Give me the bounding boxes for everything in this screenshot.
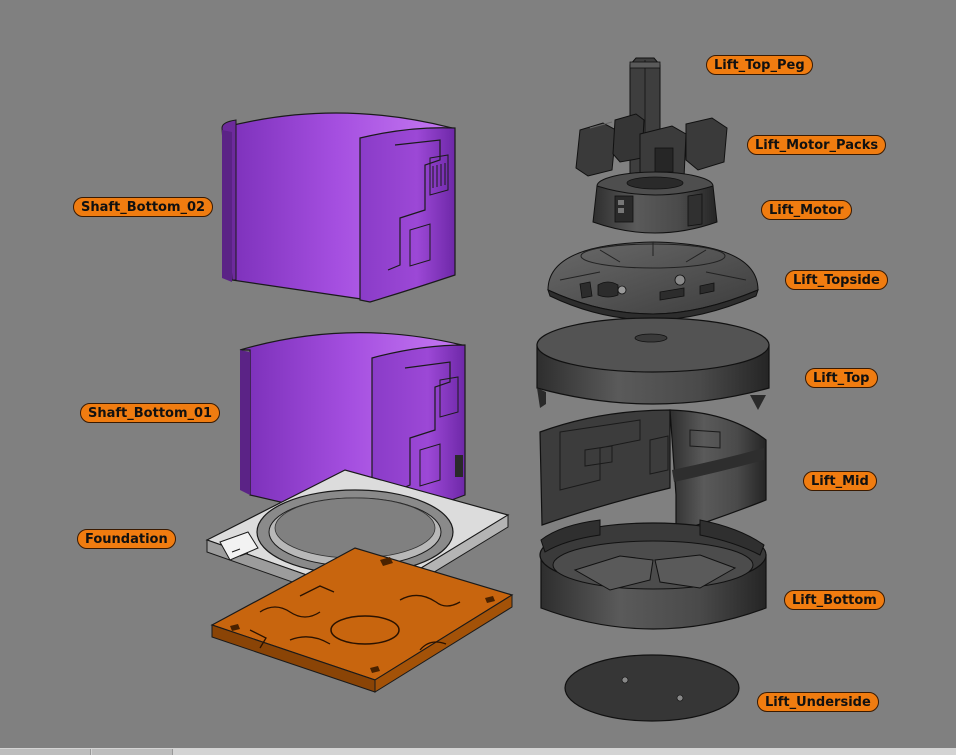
- label-shaft-bottom-01: Shaft_Bottom_01: [80, 403, 221, 423]
- lift-underside-model[interactable]: [564, 654, 740, 722]
- shaft-bottom-02-model[interactable]: [221, 112, 456, 303]
- lift-top-model[interactable]: [536, 317, 770, 410]
- label-lift-underside: Lift_Underside: [757, 692, 879, 712]
- label-lift-motor: Lift_Motor: [761, 200, 852, 220]
- label-lift-motor-packs: Lift_Motor_Packs: [747, 135, 887, 155]
- label-shaft-bottom-02: Shaft_Bottom_02: [73, 197, 214, 217]
- label-lift-top: Lift_Top: [805, 368, 878, 388]
- lift-mid-model[interactable]: [539, 409, 767, 533]
- lift-motor-packs-model[interactable]: [575, 113, 728, 185]
- lift-motor-model[interactable]: [592, 171, 718, 234]
- label-lift-bottom: Lift_Bottom: [784, 590, 885, 610]
- label-lift-top-peg: Lift_Top_Peg: [706, 55, 813, 75]
- label-lift-mid: Lift_Mid: [803, 471, 877, 491]
- foundation-model[interactable]: [205, 469, 510, 611]
- status-bar: [0, 748, 956, 755]
- shaft-bottom-01-model[interactable]: [239, 332, 466, 526]
- label-foundation: Foundation: [77, 529, 176, 549]
- lift-bottom-model[interactable]: [539, 519, 767, 630]
- lift-topside-model[interactable]: [547, 241, 759, 321]
- label-lift-topside: Lift_Topside: [785, 270, 888, 290]
- base-plate-model[interactable]: [210, 547, 514, 693]
